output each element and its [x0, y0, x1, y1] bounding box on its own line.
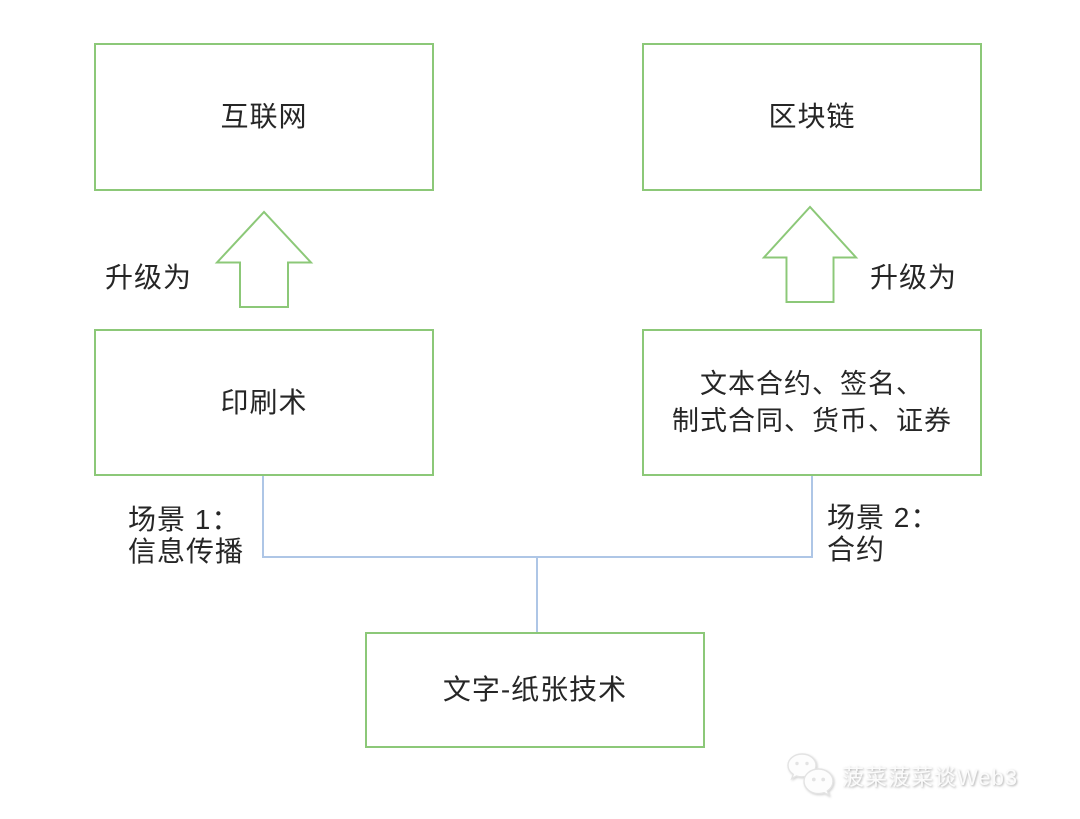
node-printing-label: 印刷术 — [220, 386, 308, 418]
upgrade-label-left: 升级为 — [105, 262, 193, 293]
node-contracts-line1: 文本合约、签名、 — [700, 369, 924, 400]
connector-paper-up — [536, 558, 538, 632]
node-internet: 互联网 — [94, 43, 434, 191]
upgrade-label-right: 升级为 — [870, 262, 958, 293]
connector-printing-down — [262, 476, 264, 558]
watermark: 菠菜菠菜谈Web3 — [786, 752, 1018, 800]
up-arrow-icon — [761, 205, 859, 304]
scenario2-subtitle: 合约 — [827, 533, 886, 565]
node-contracts: 文本合约、签名、 制式合同、货币、证券 — [642, 329, 982, 476]
scenario1-title: 场景 1： — [128, 504, 241, 535]
watermark-text: 菠菜菠菜谈Web3 — [842, 765, 1019, 790]
node-printing: 印刷术 — [94, 329, 434, 476]
wechat-icon — [787, 753, 834, 797]
scenario1-label: 场景 1： 信息传播 — [128, 504, 244, 568]
node-blockchain-label: 区块链 — [768, 101, 856, 133]
connector-contracts-down — [811, 476, 813, 558]
node-paper-tech-label: 文字-纸张技术 — [442, 674, 628, 706]
node-paper-tech: 文字-纸张技术 — [365, 632, 705, 748]
node-internet-label: 互联网 — [220, 101, 308, 133]
node-blockchain: 区块链 — [642, 43, 982, 191]
scenario2-label: 场景 2： 合约 — [827, 502, 939, 566]
connector-horizontal — [262, 556, 813, 558]
up-arrow-icon — [214, 210, 314, 309]
node-contracts-line2: 制式合同、货币、证券 — [672, 405, 952, 436]
scenario2-title: 场景 2： — [827, 502, 940, 533]
scenario1-subtitle: 信息传播 — [128, 535, 245, 567]
